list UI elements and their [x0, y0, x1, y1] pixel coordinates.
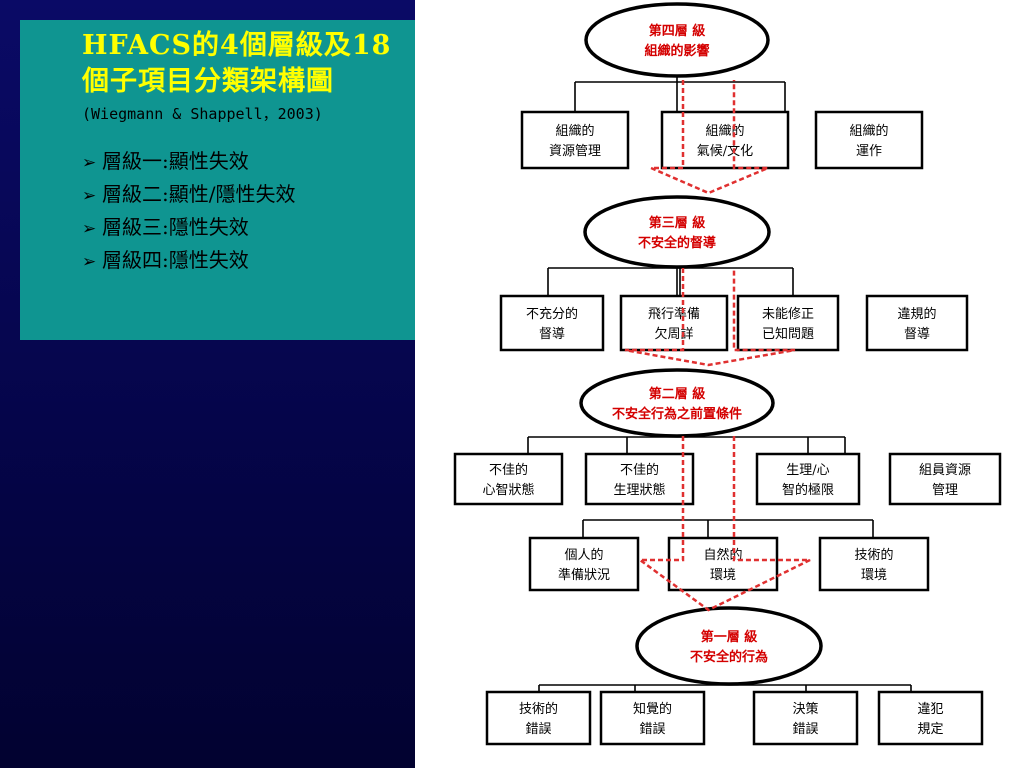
level-title-line-2: 組織的影響 [644, 43, 709, 59]
right-arrowhead-icon: ➢ [82, 219, 97, 239]
category-label-line-1: 組員資源 [919, 463, 971, 478]
bullet-item: ➢層級四:隱性失效 [82, 245, 415, 278]
category-label-line-2: 錯誤 [525, 721, 551, 737]
right-arrowhead-icon: ➢ [82, 186, 97, 206]
category-box [877, 690, 984, 746]
right-arrowhead-icon: ➢ [82, 252, 97, 272]
category-label-line-1: 不充分的 [526, 306, 578, 322]
hfacs-diagram: 第四層 級組織的影響組織的資源管理 組織的氣候/文化 組織的運作第三層 級不安全的督… [415, 0, 1024, 768]
level-title-line-1: 第一層 級 [701, 629, 758, 645]
right-arrowhead-icon: ➢ [82, 153, 97, 173]
category-label-line-1: 技術的 [854, 547, 893, 563]
category-label-line-1: 技術的 [519, 701, 558, 717]
flow-arrow [650, 80, 769, 195]
category-box [736, 294, 840, 352]
slide-title-line-2: 個子項目分類架構圖 [82, 66, 334, 97]
level-ellipse [583, 195, 771, 269]
category-box [528, 536, 640, 592]
level-ellipse [579, 368, 775, 438]
category-box [814, 110, 924, 170]
flow-arrow [624, 268, 796, 367]
category-box [667, 536, 779, 592]
category-label-line-2: 規定 [917, 722, 943, 737]
category-label-line-1: 飛行準備 [648, 306, 700, 322]
level-title-line-1: 第二層 級 [649, 386, 706, 402]
bullet-item: ➢層級一:顯性失效 [82, 146, 415, 179]
bullet-item: ➢層級二:顯性/隱性失效 [82, 179, 415, 212]
category-label-line-2: 氣候/文化 [697, 144, 753, 159]
category-box [752, 690, 859, 746]
category-label-line-1: 不佳的 [620, 462, 659, 478]
bullet-list: ➢層級一:顯性失效 ➢層級二:顯性/隱性失效 ➢層級三:隱性失效 ➢層級四:隱性… [82, 146, 415, 278]
category-label-line-2: 生理狀態 [613, 482, 665, 498]
bullet-item: ➢層級三:隱性失效 [82, 212, 415, 245]
category-label-line-2: 環境 [861, 568, 887, 583]
category-box [453, 452, 564, 506]
category-label-line-2: 欠周詳 [654, 326, 693, 342]
category-label-line-2: 督導 [904, 327, 930, 342]
category-label-line-2: 運作 [856, 144, 882, 159]
category-label-line-1: 未能修正 [762, 307, 814, 322]
category-label-line-1: 不佳的 [489, 462, 528, 478]
category-label-line-1: 自然的 [703, 547, 742, 563]
category-label-line-2: 錯誤 [639, 721, 665, 737]
category-box [818, 536, 930, 592]
category-label-line-1: 生理/心 [786, 463, 829, 478]
level-title-line-1: 第三層 級 [649, 215, 706, 231]
category-label-line-2: 錯誤 [792, 721, 818, 737]
category-label-line-2: 管理 [932, 483, 958, 498]
category-label-line-1: 違規的 [897, 306, 936, 322]
citation: (Wiegmann & Shappell，2003) [82, 105, 323, 123]
level-title-line-1: 第四層 級 [649, 23, 706, 39]
category-label-line-2: 督導 [539, 327, 565, 342]
level-title-line-2: 不安全的行為 [690, 649, 768, 665]
category-label-line-2: 環境 [710, 568, 736, 583]
category-box [888, 452, 1002, 506]
category-label-line-1: 組織的 [705, 123, 744, 139]
slide-title-line-1: HFACS的4個層級及18 [82, 30, 392, 61]
category-label-line-1: 組織的 [849, 123, 888, 139]
flow-arrow [636, 436, 811, 612]
category-label-line-1: 違犯 [917, 702, 943, 717]
level-ellipse [584, 2, 770, 78]
category-box [485, 690, 592, 746]
category-box [619, 294, 729, 352]
level-title-line-2: 不安全行為之前置條件 [612, 406, 742, 422]
category-label-line-2: 準備狀況 [558, 567, 610, 583]
category-box [755, 452, 861, 506]
category-label-line-1: 組織的 [555, 123, 594, 139]
category-box [499, 294, 605, 352]
category-label-line-1: 知覺的 [633, 701, 672, 717]
title-panel: HFACS的4個層級及18 個子項目分類架構圖 (Wiegmann & Shap… [20, 20, 415, 340]
category-label-line-2: 心智狀態 [482, 482, 534, 498]
category-box [660, 110, 790, 170]
category-box [865, 294, 969, 352]
category-label-line-2: 智的極限 [782, 482, 834, 498]
category-label-line-2: 已知問題 [762, 326, 814, 342]
category-label-line-2: 資源管理 [549, 144, 601, 159]
category-box [599, 690, 706, 746]
category-box [520, 110, 630, 170]
level-ellipse [635, 606, 823, 686]
category-label-line-1: 決策 [792, 701, 818, 717]
category-label-line-1: 個人的 [564, 547, 603, 563]
category-box [584, 452, 695, 506]
level-title-line-2: 不安全的督導 [638, 235, 716, 251]
